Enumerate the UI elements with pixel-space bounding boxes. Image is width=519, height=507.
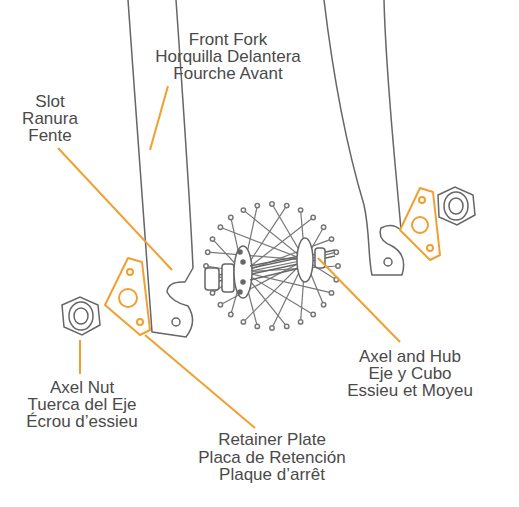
spoke-nipple <box>255 203 259 207</box>
part-label: Tuerca del Eje <box>28 396 137 413</box>
spoke <box>208 252 305 260</box>
leader-line <box>318 258 400 342</box>
leader-line <box>145 335 255 428</box>
part-label: Placa de Retención <box>198 449 345 466</box>
spoke-nipple <box>270 326 274 330</box>
spoke-nipple <box>285 324 289 328</box>
leader-line <box>79 340 81 374</box>
part-label: Fourche Avant <box>173 65 282 82</box>
spoke-nipple <box>336 264 340 268</box>
part-label: Axel Nut <box>50 379 114 396</box>
spoke-nipple <box>218 225 222 229</box>
spoke-nipple <box>311 215 315 219</box>
part-label: Fente <box>28 127 71 144</box>
part-label: Essieu et Moyeu <box>347 382 473 399</box>
leader-line <box>150 86 168 150</box>
spoke-nipple <box>321 303 325 307</box>
spoke-nipple <box>298 208 302 212</box>
spoke-nipple <box>241 320 245 324</box>
spoke-nipple <box>229 312 233 316</box>
part-label: Axel and Hub <box>359 348 461 365</box>
spoke-nipple <box>255 324 259 328</box>
spoke-nipple <box>210 237 214 241</box>
hub-flange <box>297 238 313 282</box>
part-label: Ranura <box>22 110 78 127</box>
spoke-nipple <box>218 303 222 307</box>
spoke-nipple <box>210 291 214 295</box>
part-label: Front Fork <box>189 31 267 48</box>
spoke-nipple <box>311 312 315 316</box>
axle-nut <box>62 297 100 335</box>
spoke-nipple <box>229 215 233 219</box>
fork-leg <box>324 0 404 275</box>
axle-cone <box>222 264 234 292</box>
spoke-nipple <box>321 225 325 229</box>
part-label: Écrou d’essieu <box>26 413 138 430</box>
part-label: Retainer Plate <box>218 431 326 448</box>
spoke-nipple <box>241 208 245 212</box>
spoke-nipple <box>329 291 333 295</box>
spoke <box>220 260 305 305</box>
part-label: Slot <box>35 93 64 110</box>
retainer-plate <box>105 258 150 335</box>
axle-nut <box>438 187 475 225</box>
spoke-nipple <box>206 250 210 254</box>
leader-line <box>58 148 172 270</box>
retainer-plate <box>400 188 440 260</box>
wheel-spokes <box>204 202 340 330</box>
spoke-nipple <box>270 202 274 206</box>
spoke-nipple <box>298 320 302 324</box>
spoke <box>220 227 305 260</box>
part-label: Horquilla Delantera <box>155 48 301 65</box>
spoke-nipple <box>285 203 289 207</box>
hub-flange <box>234 246 252 298</box>
axle-cone <box>205 268 219 290</box>
spoke <box>243 272 332 293</box>
spoke-nipple <box>329 237 333 241</box>
part-label: Plaque d’arrêt <box>219 466 325 483</box>
part-label: Eje y Cubo <box>368 365 451 382</box>
